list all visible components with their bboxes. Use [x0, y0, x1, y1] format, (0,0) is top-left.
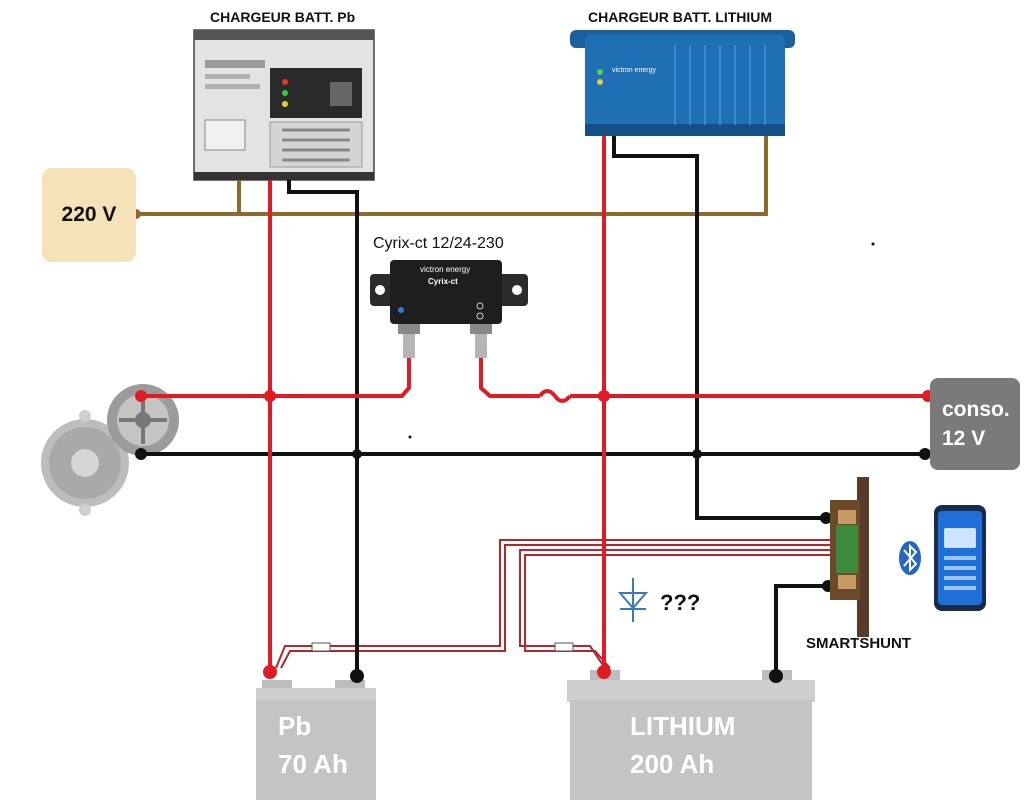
charger-lithium-brand: victron energy: [612, 67, 656, 74]
smartshunt-label: SMARTSHUNT: [806, 635, 911, 652]
alternator-icon: [41, 384, 179, 516]
battery-lithium: [567, 670, 815, 800]
charger-lithium-device: victron energy: [570, 30, 795, 136]
cyrix-ct-device: victron energy Cyrix-ct: [370, 260, 528, 358]
conso-label-line2: 12 V: [942, 427, 986, 450]
diode-question-label: ???: [660, 590, 701, 615]
stray-dot: [408, 435, 412, 439]
smartshunt-device: [830, 477, 869, 637]
conso-box: conso. 12 V: [930, 378, 1020, 470]
battery-lithium-label: LITHIUM 200 Ah: [630, 708, 735, 783]
battery-pb-capacity: 70 Ah: [278, 748, 348, 779]
mains-wiring: [136, 136, 768, 216]
charger-pb-label: CHARGEUR BATT. Pb: [210, 9, 356, 25]
charger-lithium-label: CHARGEUR BATT. LITHIUM: [588, 9, 773, 25]
conso-label-line1: conso.: [942, 397, 1010, 421]
negative-nodes: [135, 448, 931, 683]
battery-lithium-capacity: 200 Ah: [630, 748, 715, 779]
combiner-label: Cyrix-ct 12/24-230: [373, 235, 504, 252]
positive-wiring: [141, 136, 928, 672]
negative-wiring: [141, 136, 925, 676]
stray-dot: [871, 242, 875, 246]
diode-icon: [617, 578, 649, 622]
cyrix-model: Cyrix-ct: [428, 277, 458, 286]
battery-pb: [256, 680, 376, 800]
bluetooth-icon: [899, 541, 921, 575]
positive-nodes: [135, 390, 934, 679]
mains-label: 220 V: [61, 203, 117, 226]
mains-box: 220 V: [42, 168, 136, 262]
sense-fuse-icon: [311, 642, 574, 652]
cyrix-brand: victron energy: [420, 265, 470, 274]
battery-lithium-type: LITHIUM: [630, 711, 736, 741]
charger-pb-device: [193, 29, 375, 181]
battery-pb-type: Pb: [278, 711, 312, 741]
sense-wires: [275, 539, 838, 669]
battery-pb-label: Pb 70 Ah: [278, 708, 348, 783]
smartphone-icon: [934, 505, 986, 611]
